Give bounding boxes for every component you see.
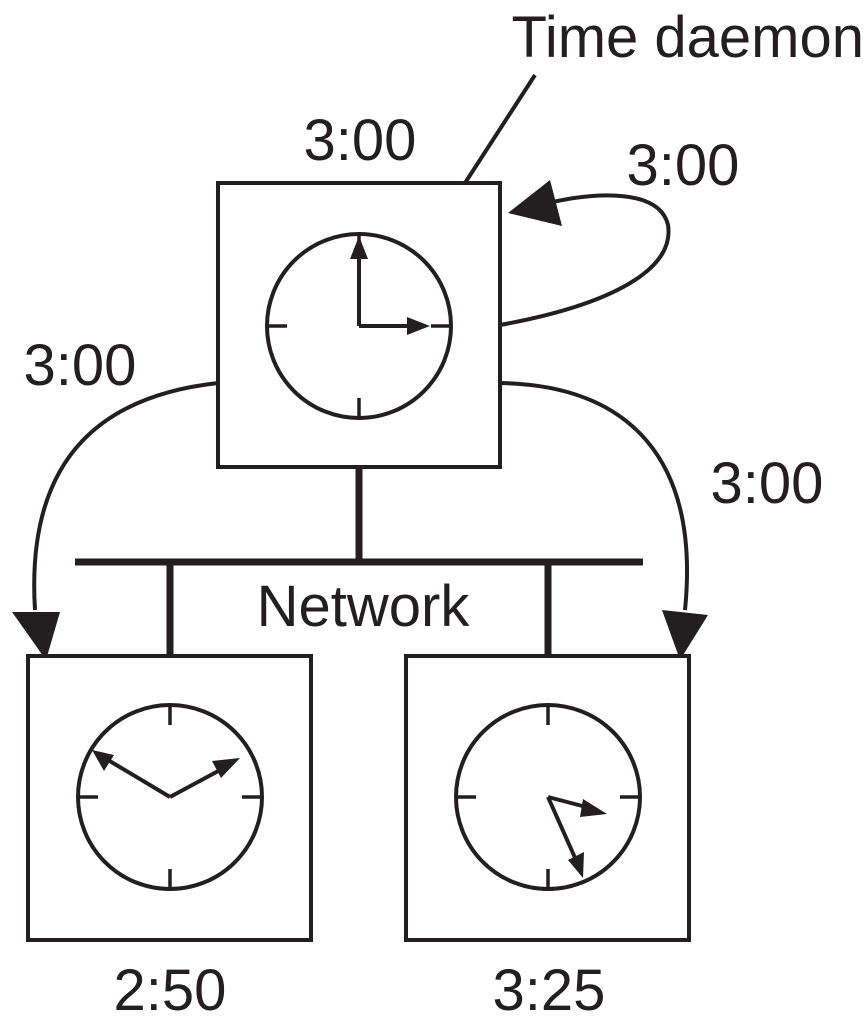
daemon-node: [216, 181, 502, 469]
daemon-label: Time daemon: [512, 5, 864, 70]
daemon-time-label: 3:00: [304, 108, 417, 173]
right-node: [404, 654, 691, 942]
right-message-label: 3:00: [711, 451, 824, 516]
left-node: [26, 654, 313, 942]
right-message-arrow: [499, 381, 708, 660]
left-clock-icon: [76, 703, 264, 891]
left-time-label: 2:50: [114, 958, 227, 1017]
right-time-label: 3:25: [493, 958, 606, 1017]
right-clock-icon: [454, 703, 642, 891]
left-message-label: 3:00: [24, 333, 137, 398]
daemon-clock-icon: [265, 232, 453, 420]
left-message-arrow: [12, 381, 219, 660]
network-label: Network: [257, 574, 471, 639]
self-message-label: 3:00: [627, 133, 740, 198]
daemon-callout-line: [463, 73, 537, 185]
self-message-arrow: [499, 180, 671, 327]
